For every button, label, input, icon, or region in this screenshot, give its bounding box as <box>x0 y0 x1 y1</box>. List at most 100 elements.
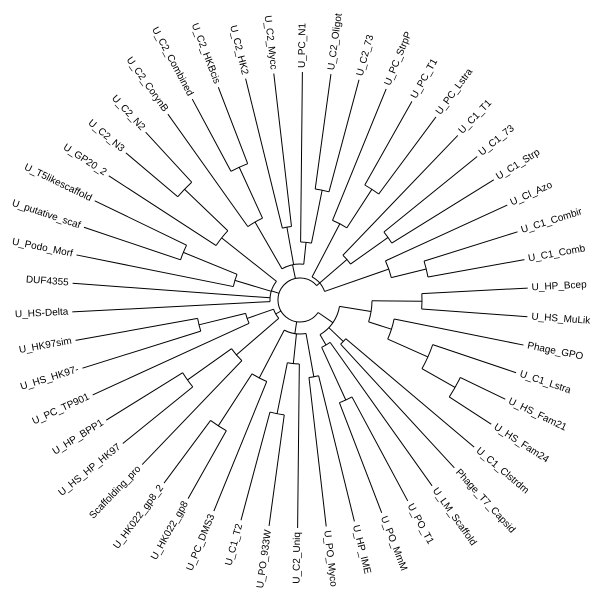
leaf-label: U_PO_T1 <box>405 502 436 547</box>
internal-branch <box>371 300 422 302</box>
internal-arc <box>308 375 319 378</box>
internal-arc <box>321 341 331 348</box>
leaf-label: U_C2_HKBcis <box>189 22 222 86</box>
leaf-branch <box>338 402 383 514</box>
leaf-label: U_C1_Comb <box>527 243 586 264</box>
internal-arc <box>182 372 194 388</box>
internal-branch <box>294 321 298 334</box>
leaf-label: U_GP20_2 <box>61 142 109 178</box>
leaf-branch <box>72 282 271 299</box>
internal-branch <box>234 279 272 292</box>
leaf-label: U_C2_HK2 <box>227 24 250 76</box>
internal-arc <box>319 306 340 336</box>
internal-branch <box>319 334 327 346</box>
leaf-branch <box>297 363 300 528</box>
leaf-branch <box>385 204 508 262</box>
leaf-branch <box>268 414 285 526</box>
internal-branch <box>238 167 263 219</box>
internal-branch <box>368 321 392 330</box>
internal-branch <box>184 188 229 232</box>
leaf-label: U_C2_N2 <box>109 93 147 133</box>
leaf-branch <box>167 113 249 227</box>
leaf-branch <box>300 72 303 243</box>
internal-branch <box>319 259 348 284</box>
leaf-label: U_C1_T1 <box>457 98 495 137</box>
leaf-label: U_HP_Bcep <box>531 279 587 293</box>
leaf-branch <box>308 377 327 527</box>
leaf-label: U_C1_T2 <box>224 522 246 567</box>
leaf-branch <box>187 430 227 499</box>
leaf-label: U_C1_Strp <box>494 147 542 183</box>
internal-branch <box>311 223 341 278</box>
internal-arc <box>247 217 263 228</box>
leaf-label: U_HP_IME <box>350 524 373 576</box>
internal-branch <box>328 327 344 342</box>
leaf-branch <box>328 79 360 192</box>
leaf-label: U_C2_Mycc <box>262 15 279 70</box>
leaf-label: U_HP_BPP1 <box>51 417 106 457</box>
leaf-branch <box>394 318 524 346</box>
internal-arc <box>251 373 267 382</box>
internal-arc <box>197 318 202 332</box>
leaf-branch <box>94 200 187 246</box>
internal-branch <box>317 312 334 324</box>
internal-arc <box>332 219 348 229</box>
internal-arc <box>340 338 347 345</box>
leaf-branch <box>423 231 518 262</box>
internal-branch <box>421 368 456 388</box>
leaf-label: U_PC_DMS3 <box>185 512 218 572</box>
internal-branch <box>387 338 429 358</box>
internal-branch <box>275 310 282 315</box>
leaf-branch <box>217 86 249 164</box>
internal-branch <box>236 317 280 356</box>
leaf-branch <box>163 420 211 484</box>
internal-arc <box>300 241 312 244</box>
internal-arc <box>269 281 277 302</box>
leaf-branch <box>122 386 194 444</box>
leaf-label: U_HS_Fam24 <box>492 422 551 466</box>
internal-branch <box>310 190 323 244</box>
leaf-branch <box>421 287 528 295</box>
internal-branch <box>187 348 232 381</box>
internal-arc <box>277 277 319 323</box>
internal-arc <box>215 230 229 246</box>
internal-arc <box>383 231 393 244</box>
leaf-branch <box>145 131 193 183</box>
leaf-branch <box>345 338 475 448</box>
leaf-label: U_HS_HK97- <box>19 364 80 393</box>
internal-branch <box>324 268 389 292</box>
internal-arc <box>364 184 379 195</box>
leaf-label: U_C2_Uniq <box>292 532 304 584</box>
internal-branch <box>217 373 253 427</box>
leaf-branch <box>342 135 459 256</box>
leaf-branch <box>245 78 283 229</box>
leaf-branch <box>82 330 201 369</box>
leaf-branch <box>72 301 271 313</box>
internal-branch <box>183 251 238 275</box>
leaf-branch <box>364 101 413 186</box>
leaf-label: U_PO_Myco <box>321 530 338 588</box>
internal-arc <box>311 276 326 292</box>
leaf-branch <box>421 308 528 318</box>
leaf-branch <box>92 322 250 396</box>
leaf-branch <box>83 226 181 261</box>
internal-arc <box>230 163 248 172</box>
leaf-branch <box>329 342 433 487</box>
leaf-branch <box>318 375 355 522</box>
internal-arc <box>284 329 307 335</box>
internal-branch <box>339 305 372 312</box>
leaf-branch <box>383 156 478 233</box>
internal-branch <box>221 237 277 282</box>
leaf-label: U_PC_StrpP <box>383 30 415 87</box>
internal-branch <box>305 333 315 377</box>
internal-branch <box>276 362 288 414</box>
leaf-branch <box>391 179 495 244</box>
branch-group <box>72 72 528 528</box>
internal-arc <box>180 244 188 260</box>
leaf-branch <box>460 377 506 400</box>
leaf-branch <box>432 344 517 374</box>
leaf-label: U_T5likescaffold <box>22 162 93 204</box>
internal-arc <box>339 396 353 404</box>
internal-branch <box>258 329 285 379</box>
